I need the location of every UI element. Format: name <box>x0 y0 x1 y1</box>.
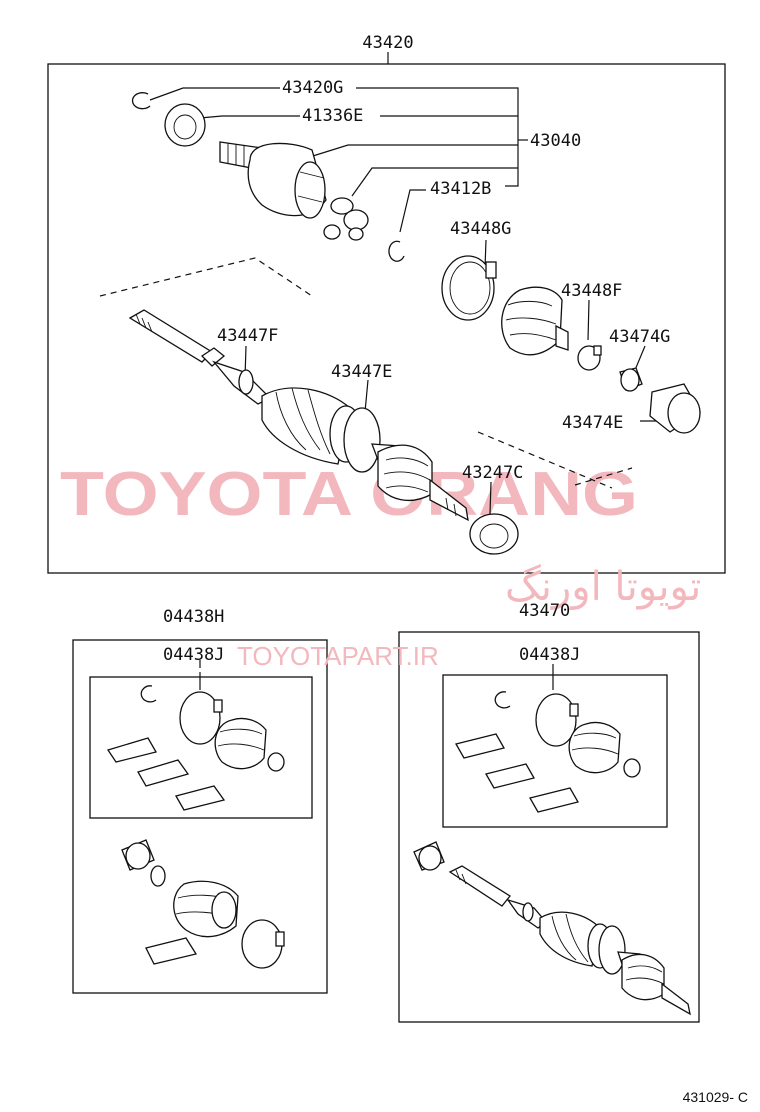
boot-kit-left-frame <box>72 639 328 994</box>
drive-shaft-part <box>128 309 469 522</box>
label-boot-clamp-small: 43448F <box>561 281 622 301</box>
label-boot-kit-left-inner: 04438J <box>163 645 224 665</box>
label-boot-kit-left: 04438H <box>163 607 224 627</box>
boot-kit-left-inner-frame <box>89 676 313 819</box>
watermark-site: TOYOTAPART.IR <box>237 641 439 671</box>
diagram-reference: 431029- C <box>683 1089 748 1105</box>
label-outboard-joint-kit: 43040 <box>530 131 581 151</box>
label-outboard-band: 43447E <box>331 362 392 382</box>
watermark-brand: TOYOTA ORANG <box>60 460 638 529</box>
label-damper: 43474E <box>562 413 623 433</box>
damper-part <box>649 383 701 434</box>
snap-ring-part <box>131 92 151 110</box>
shaft-assembly-right-parts <box>413 664 691 1016</box>
label-snap-ring: 43420G <box>282 78 343 98</box>
clamp-ring-part <box>619 367 643 392</box>
label-boot-kit-right-inner: 04438J <box>519 645 580 665</box>
label-boot-clamp-large: 43448G <box>450 219 511 239</box>
inboard-boot-part <box>501 286 569 356</box>
label-clamp-ring: 43474G <box>609 327 670 347</box>
boot-kit-right-inner-frame <box>442 674 668 828</box>
boot-clamp-large-part <box>441 255 497 321</box>
label-inboard-band: 43447F <box>217 326 278 346</box>
main-assembly-frame <box>47 63 726 574</box>
label-deflector: 43247C <box>462 463 523 483</box>
label-shaft-snap-ring: 43412B <box>430 179 491 199</box>
dust-seal-part <box>164 103 206 147</box>
watermark: TOYOTA ORANG تویوتا اورنگ TOYOTAPART.IR <box>60 460 701 671</box>
boot-clamp-small-part <box>577 345 602 371</box>
shaft-snap-ring-part <box>388 240 405 262</box>
outboard-joint-housing-part <box>219 141 327 219</box>
deflector-part <box>469 513 519 555</box>
label-assembly: 43420 <box>362 33 413 53</box>
tripod-joint-part <box>323 197 369 241</box>
label-shaft-assembly-right: 43470 <box>519 601 570 621</box>
shaft-assembly-right-frame <box>398 631 700 1023</box>
label-dust-seal: 41336E <box>302 106 363 126</box>
watermark-brand-fa: تویوتا اورنگ <box>505 564 701 610</box>
boot-kit-left-parts <box>106 660 285 969</box>
